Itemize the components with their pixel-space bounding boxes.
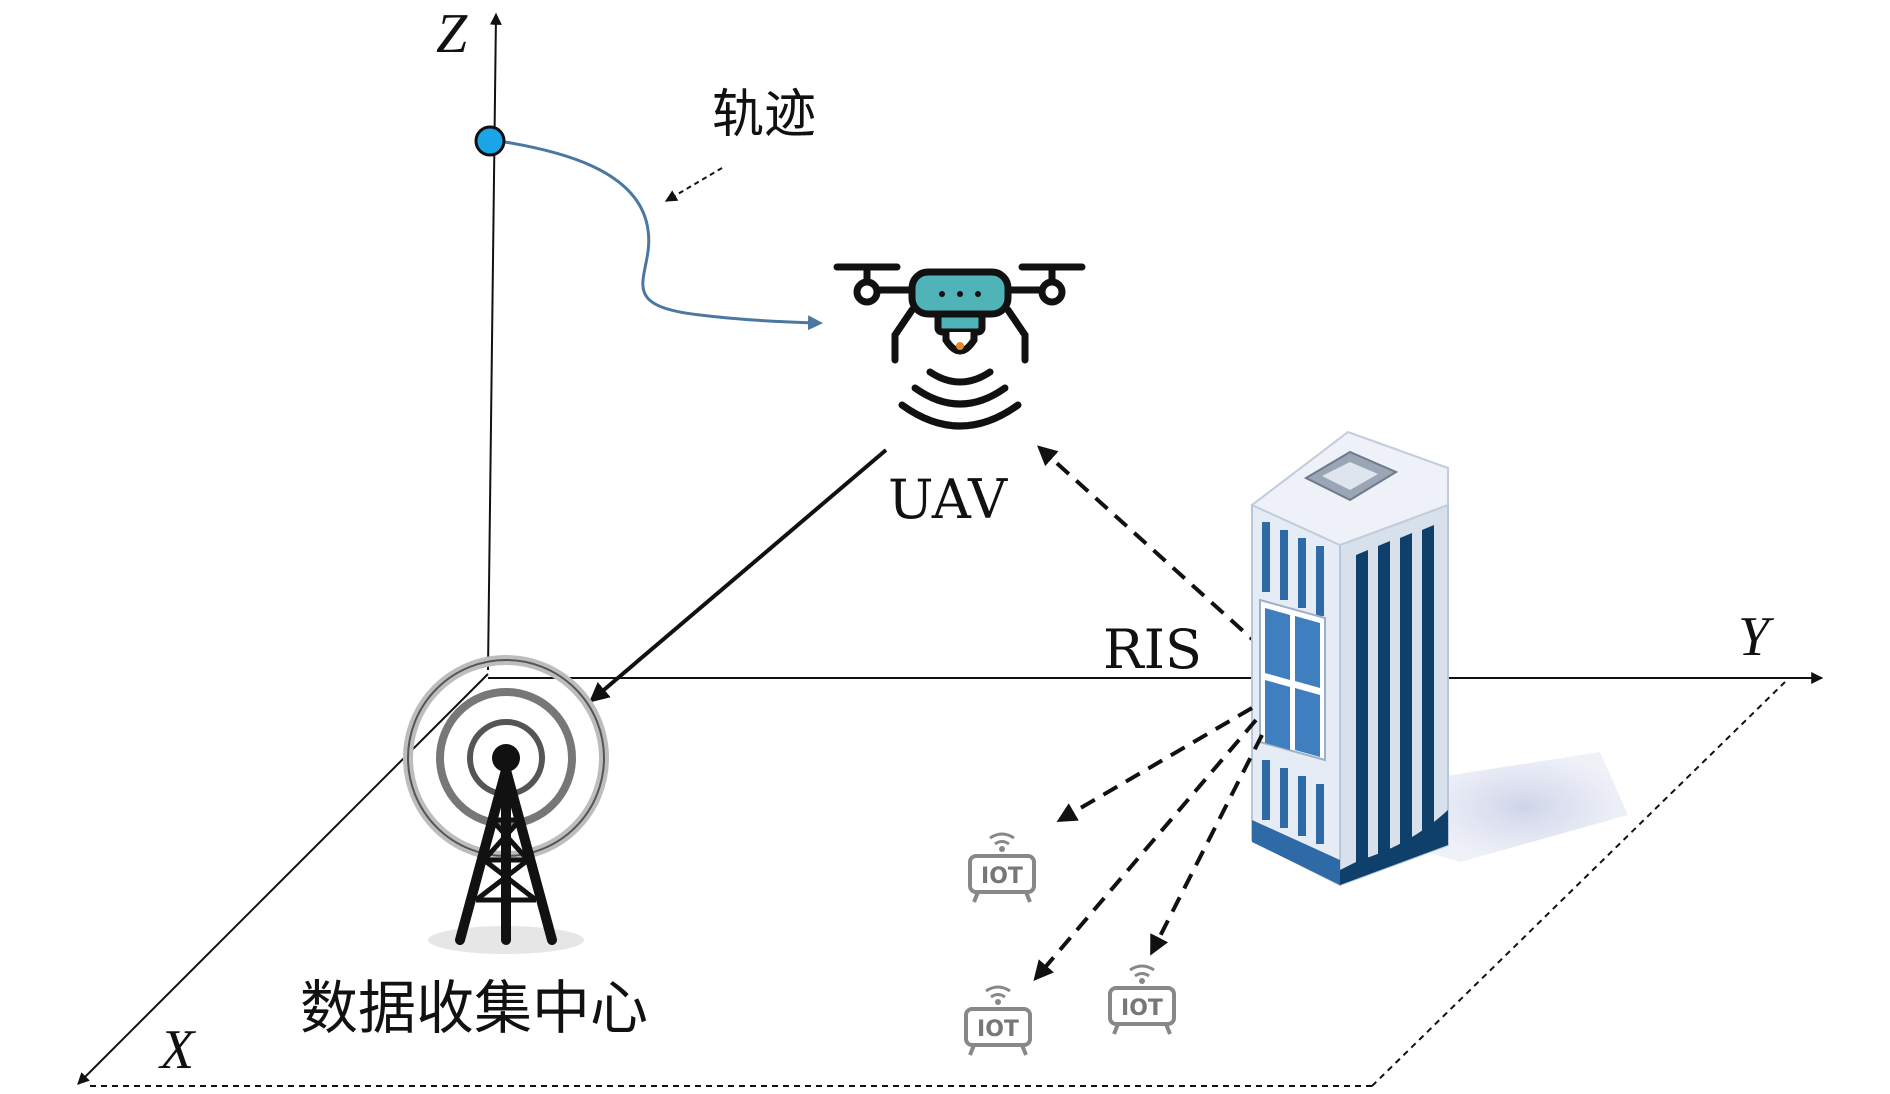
ris-to-iot-links — [1033, 706, 1264, 982]
start-waypoint — [474, 125, 506, 157]
trajectory-label: 轨迹 — [712, 85, 816, 145]
x-axis-label: X — [158, 1019, 197, 1081]
ris-to-iot-3-link — [1150, 734, 1264, 956]
trajectory-pointer — [664, 167, 723, 202]
svg-text:IOT: IOT — [981, 864, 1023, 889]
building-icon — [1250, 430, 1628, 887]
trajectory-path — [491, 138, 823, 331]
ris-uav-link — [1037, 445, 1264, 650]
ris-label: RIS — [1103, 618, 1202, 681]
iot-device-icon: IOT — [964, 985, 1032, 1056]
trajectory: 轨迹 — [474, 85, 823, 331]
drone-icon — [833, 263, 1086, 430]
data-center-label: 数据收集中心 — [300, 974, 648, 1042]
z-axis — [487, 12, 502, 671]
iot-device-icon: IOT — [968, 832, 1036, 903]
axes: Z Y X — [77, 3, 1824, 1087]
x-axis — [77, 673, 489, 1085]
iot-device-icon: IOT — [1108, 964, 1176, 1035]
tower-icon — [403, 655, 609, 954]
svg-text:IOT: IOT — [977, 1017, 1019, 1042]
z-axis-label: Z — [436, 3, 468, 65]
ground-edge-right — [1371, 681, 1786, 1087]
uav-to-center-link — [588, 448, 888, 703]
uav-label: UAV — [888, 468, 1008, 531]
y-axis-label: Y — [1738, 606, 1775, 668]
ris-to-iot-2-link — [1033, 718, 1258, 982]
ris-panel — [1259, 598, 1326, 762]
ris-to-iot-1-link — [1056, 706, 1254, 823]
svg-text:IOT: IOT — [1121, 996, 1163, 1021]
